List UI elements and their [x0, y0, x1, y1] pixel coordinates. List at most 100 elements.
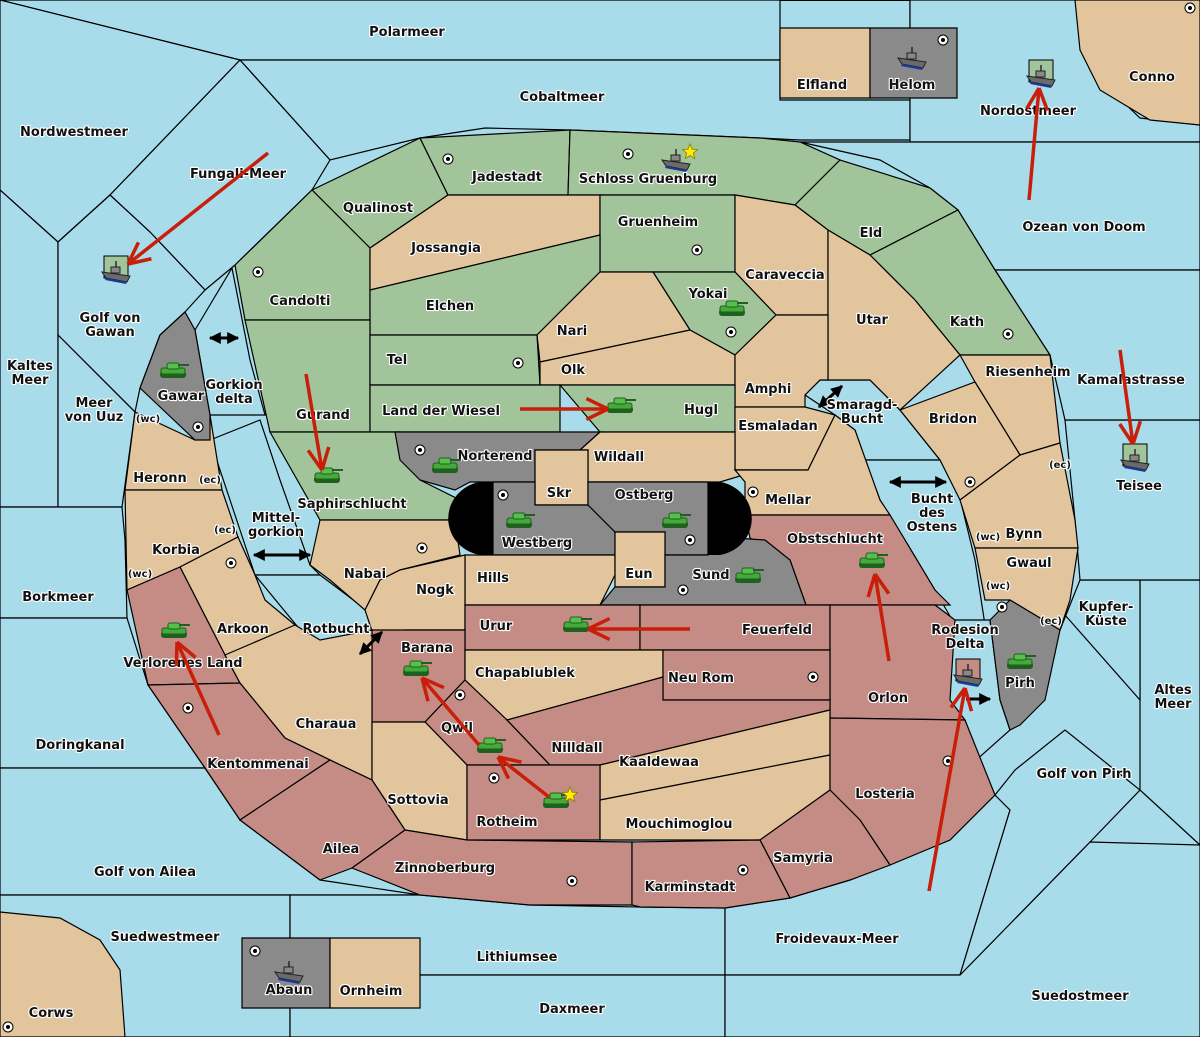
province-borkmeer[interactable]: [0, 506, 128, 619]
army-unit-norterend[interactable]: [432, 457, 461, 473]
province-label: Elchen: [426, 299, 474, 314]
army-unit-yokai[interactable]: [719, 300, 748, 316]
sea-label: Kupfer-: [1079, 600, 1134, 615]
ship-icon: [660, 149, 691, 172]
province-ornheim[interactable]: [329, 937, 421, 1009]
land-regions: [124, 27, 1079, 1009]
army-unit-qwil[interactable]: [477, 737, 506, 753]
province-label: Neu Rom: [668, 671, 734, 686]
sea-label: Rodesion: [931, 623, 998, 638]
coast-label: (wc): [136, 414, 160, 425]
army-unit-gawar[interactable]: [160, 362, 189, 378]
province-label: Feuerfeld: [742, 623, 812, 638]
army-unit-ostberg[interactable]: [662, 512, 691, 528]
tank-icon: [859, 552, 888, 568]
province-kaltes-meer[interactable]: [0, 189, 59, 508]
sea-label: Suedwestmeer: [110, 930, 220, 945]
province-heronn[interactable]: [124, 411, 223, 491]
supply-center-icon: [497, 489, 509, 501]
sea-label: Cobaltmeer: [520, 90, 605, 105]
tank-icon: [506, 512, 535, 528]
supply-center-icon: [1184, 2, 1196, 14]
province-karminstadt[interactable]: [631, 839, 791, 909]
province-label: Riesenheim: [985, 365, 1070, 380]
sea-label: Froidevaux-Meer: [775, 932, 899, 947]
province-label: Kentommenai: [207, 757, 308, 772]
sea-label: Golf von Pirh: [1036, 767, 1131, 782]
province-label: Abaun: [266, 983, 313, 998]
sea-label: Ostens: [907, 520, 958, 535]
province-label: Tel: [387, 353, 407, 368]
army-unit-rotheim[interactable]: [543, 785, 579, 808]
army-unit-verlorenes-land[interactable]: [161, 622, 190, 638]
supply-center-icon: [488, 772, 500, 784]
province-label: Mouchimoglou: [626, 817, 733, 832]
fleet-unit-rodesion-delta[interactable]: [952, 658, 983, 687]
army-unit-pirh[interactable]: [1007, 653, 1036, 669]
fleet-unit-abaun[interactable]: [273, 961, 304, 984]
fleet-unit-teisee[interactable]: [1119, 443, 1150, 472]
tank-icon: [403, 660, 432, 676]
army-unit-westberg[interactable]: [506, 512, 535, 528]
province-label: Skr: [547, 486, 572, 501]
province-conno[interactable]: [1074, 0, 1200, 126]
order-arrow-qwil-to-barana: [420, 676, 481, 747]
sea-label: Kamalastrasse: [1077, 373, 1185, 388]
province-golf-von-pirh[interactable]: [959, 729, 1141, 976]
coast-label: (wc): [976, 532, 1000, 543]
passage-arrow-icon: [358, 630, 384, 656]
fleet-unit-golf-von-gawan[interactable]: [100, 255, 131, 284]
province-label: Qualinost: [343, 201, 413, 216]
sea-label: Conno: [1129, 70, 1175, 85]
province-label: Obstschlucht: [787, 532, 883, 547]
build-star-icon: [561, 785, 579, 803]
ship-icon: [1119, 449, 1150, 472]
order-arrows: [126, 87, 1143, 892]
province-label: Losteria: [855, 787, 915, 802]
province-label: Sund: [692, 568, 729, 583]
supply-center-icon: [684, 534, 696, 546]
sea-label: Rotbucht: [303, 622, 370, 637]
army-unit-saphirschlucht[interactable]: [314, 467, 343, 483]
province-nari[interactable]: [536, 271, 691, 363]
army-unit-hugl[interactable]: [607, 397, 636, 413]
province-label: Pirh: [1005, 676, 1035, 691]
province-label: Gruenheim: [618, 215, 698, 230]
order-arrow-kamalastrasse-to-teisee: [1118, 349, 1143, 445]
province-label: Hills: [477, 571, 509, 586]
ship-icon: [952, 664, 983, 687]
tank-icon: [432, 457, 461, 473]
order-arrow-feuerfeld-to-urur: [587, 616, 690, 642]
passage-arrow-icon: [817, 384, 844, 409]
province-label: Chapablublek: [475, 666, 575, 681]
supply-center-icon: [737, 864, 749, 876]
province-label: Saphirschlucht: [297, 497, 406, 512]
army-unit-barana[interactable]: [403, 660, 432, 676]
province-gruenheim[interactable]: [599, 194, 736, 273]
tank-icon: [160, 362, 189, 378]
province-label: Utar: [856, 313, 889, 328]
fleet-unit-schloss-gruenburg[interactable]: [660, 142, 699, 172]
sea-label: Nordwestmeer: [20, 125, 128, 140]
army-unit-sund[interactable]: [735, 567, 764, 583]
army-unit-obstschlucht[interactable]: [859, 552, 888, 568]
ship-icon: [100, 261, 131, 284]
tank-icon: [477, 737, 506, 753]
province-mellar[interactable]: [733, 414, 892, 516]
fleet-unit-nordostmeer[interactable]: [1025, 59, 1056, 88]
fleet-unit-helom[interactable]: [896, 47, 927, 70]
province-label: Charaua: [296, 717, 357, 732]
province-label: Kaaldewaa: [619, 755, 699, 770]
province-label: Bridon: [929, 412, 977, 427]
tank-icon: [543, 792, 572, 808]
province-teisee[interactable]: [1064, 419, 1200, 581]
province-corws[interactable]: [0, 911, 126, 1037]
army-unit-urur[interactable]: [563, 616, 592, 632]
sea-label: Polarmeer: [369, 25, 445, 40]
order-arrow-land-der-wiesel-to-hugl: [520, 396, 609, 422]
province-label: Sottovia: [387, 793, 448, 808]
supply-center-icon: [2, 1021, 14, 1033]
sea-label: Delta: [945, 637, 984, 652]
